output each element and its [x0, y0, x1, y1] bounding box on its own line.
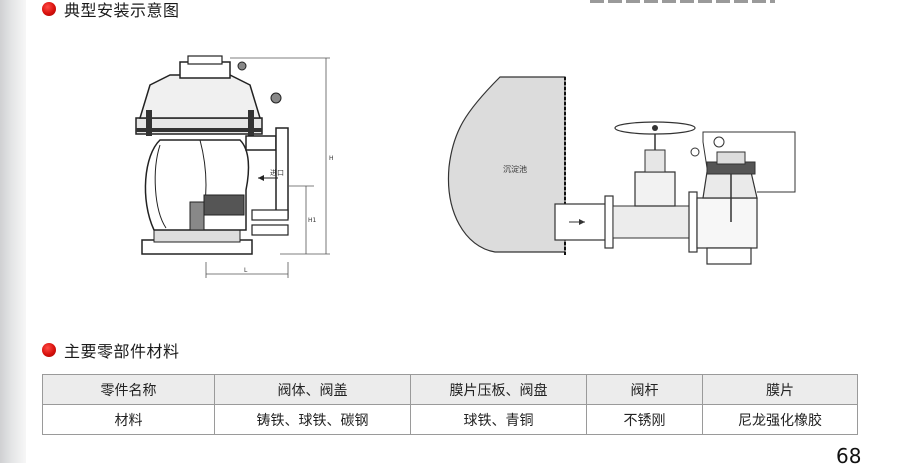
flow-label: 进口	[270, 169, 284, 177]
table-cell: 尼龙强化橡胶	[702, 404, 858, 435]
table-cell: 阀杆	[586, 374, 703, 405]
dimension-l-label: L	[244, 267, 248, 274]
table-cell: 铸铁、球铁、碳钢	[214, 404, 411, 435]
section-heading-parts-text: 主要零部件材料	[64, 342, 180, 361]
page-number: 68	[836, 444, 862, 468]
table-cell: 阀体、阀盖	[214, 374, 411, 405]
tank-label: 沉淀池	[503, 164, 527, 174]
table-cell: 膜片	[702, 374, 858, 405]
dimension-h-label: H	[329, 155, 334, 162]
top-cut-text-fragment	[590, 0, 775, 3]
table-cell: 零件名称	[42, 374, 215, 405]
red-bullet-icon	[42, 343, 56, 357]
table-cell: 不锈刚	[586, 404, 703, 435]
page-edge-shadow	[0, 0, 26, 463]
section-heading-install: 典型安装示意图	[42, 0, 180, 21]
valve-section-diagram: 进口 H H1 L	[135, 55, 334, 278]
dimension-h1-label: H1	[308, 217, 317, 224]
table-cell: 材料	[42, 404, 215, 435]
table-header-row: 零件名称 阀体、阀盖 膜片压板、阀盘 阀杆 膜片	[42, 374, 858, 405]
table-row: 材料 铸铁、球铁、碳钢 球铁、青铜 不锈刚 尼龙强化橡胶	[42, 404, 858, 435]
table-cell: 球铁、青铜	[410, 404, 587, 435]
table-cell: 膜片压板、阀盘	[410, 374, 587, 405]
installation-diagram: 沉淀池	[447, 76, 796, 265]
section-heading-install-text: 典型安装示意图	[64, 1, 180, 20]
parts-material-table: 零件名称 阀体、阀盖 膜片压板、阀盘 阀杆 膜片 材料 铸铁、球铁、碳钢 球铁、…	[42, 374, 858, 435]
section-heading-parts: 主要零部件材料	[42, 338, 180, 362]
red-bullet-icon	[42, 2, 56, 16]
